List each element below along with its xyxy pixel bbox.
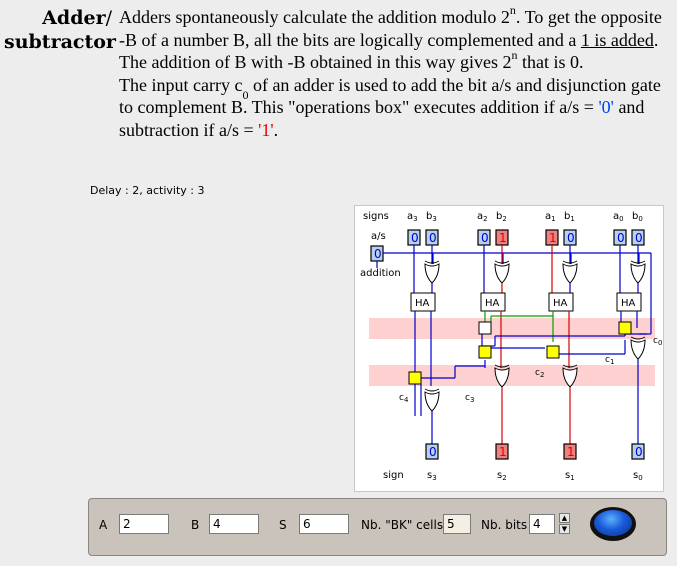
control-panel: A 2 B 4 S 6 Nb. "BK" cells 5 Nb. bits 4 … [88,498,667,556]
delay-activity-text: Delay : 2, activity : 3 [90,184,205,197]
input-bit-b3[interactable]: 0 [425,229,439,246]
description-p1: Adders spontaneously calculate the addit… [119,3,662,72]
description: Adders spontaneously calculate the addit… [119,3,669,141]
svg-text:0: 0 [635,231,643,245]
carry-label-c4: c4 [399,393,409,404]
adder-subtractor-diagram: signs a/s addition sign a3 b3 a2 b2 a1 b… [354,205,664,492]
b-label: B [191,518,200,532]
s-label: S [279,518,287,532]
output-bit-s2: 1 [495,443,509,460]
s-output: 6 [299,514,349,534]
a1-label: a1 [545,211,556,223]
output-bit-s0: 0 [631,443,645,460]
b3-label: b3 [426,211,437,223]
as-bit-cell[interactable]: 0 [370,245,384,262]
nb-bits-label: Nb. bits [481,518,528,532]
b1-label: b1 [564,211,575,223]
svg-text:HA: HA [415,298,430,309]
svg-text:0: 0 [617,231,625,245]
input-bit-a0[interactable]: 0 [613,229,627,246]
input-bit-b1[interactable]: 0 [563,229,577,246]
b0-label: b0 [632,211,643,223]
nb-bits-down-button[interactable]: ▼ [559,524,570,534]
svg-text:0: 0 [429,445,437,459]
bk-cells-output: 5 [443,514,471,534]
half-adder-blocks: HA HA HA HA [410,292,642,312]
output-bit-s1: 1 [563,443,577,460]
svg-text:HA: HA [485,298,500,309]
svg-text:0: 0 [635,445,643,459]
svg-text:0: 0 [567,231,575,245]
nb-bits-up-button[interactable]: ▲ [559,513,570,523]
sign-label: sign [383,470,404,481]
output-bit-s3: 0 [425,443,439,460]
addition-label: addition [360,268,401,279]
input-bit-a2[interactable]: 0 [477,229,491,246]
carry-label-c1: c1 [605,355,614,366]
xor-gates-input [424,260,646,284]
carry-label-c0: c0 [653,336,662,347]
svg-text:1: 1 [499,231,507,245]
nb-bits-stepper[interactable]: ▲ ▼ [559,513,570,535]
svg-text:1: 1 [549,231,557,245]
a3-label: a3 [407,211,418,223]
svg-text:HA: HA [553,298,568,309]
run-button-icon [594,510,632,536]
bk-band-1 [369,318,655,339]
input-bit-b0[interactable]: 0 [631,229,645,246]
signs-label: signs [363,211,389,222]
s2-label: s2 [497,470,507,482]
circuit-svg: signs a/s addition sign a3 b3 a2 b2 a1 b… [360,211,662,482]
title-subtractor: subtractor [4,31,116,53]
page-title: Adder/ subtractor [4,6,116,54]
nb-bits-input[interactable]: 4 [529,514,555,534]
link-1-is-added[interactable]: 1 is added [580,29,654,50]
svg-text:HA: HA [621,298,636,309]
description-p2: The input carry c0 of an adder is used t… [119,74,661,140]
input-bit-a1[interactable]: 1 [545,229,559,246]
a0-label: a0 [613,211,624,223]
title-adder: Adder [42,7,106,29]
s3-label: s3 [427,470,437,482]
s0-label: s0 [633,470,643,482]
a-label: A [99,518,108,532]
carry-label-c3: c3 [465,393,474,404]
svg-text:0: 0 [481,231,489,245]
xor-gates-sum [424,336,646,412]
svg-text:1: 1 [499,445,507,459]
svg-text:0: 0 [429,231,437,245]
a2-label: a2 [477,211,488,223]
bk-cells [408,321,632,385]
svg-text:0: 0 [411,231,419,245]
a-input[interactable]: 2 [119,514,169,534]
s1-label: s1 [565,470,575,482]
carry-label-c2: c2 [535,368,544,379]
b-input[interactable]: 4 [209,514,259,534]
title-slash: / [105,7,112,29]
run-button[interactable] [590,507,636,541]
as-label: a/s [371,231,386,242]
bk-cells-label: Nb. "BK" cells [361,518,444,532]
bk-band-2 [369,365,655,386]
input-bit-a3[interactable]: 0 [407,229,421,246]
svg-text:0: 0 [374,247,382,261]
svg-text:1: 1 [567,445,575,459]
b2-label: b2 [496,211,507,223]
input-bit-b2[interactable]: 1 [495,229,509,246]
